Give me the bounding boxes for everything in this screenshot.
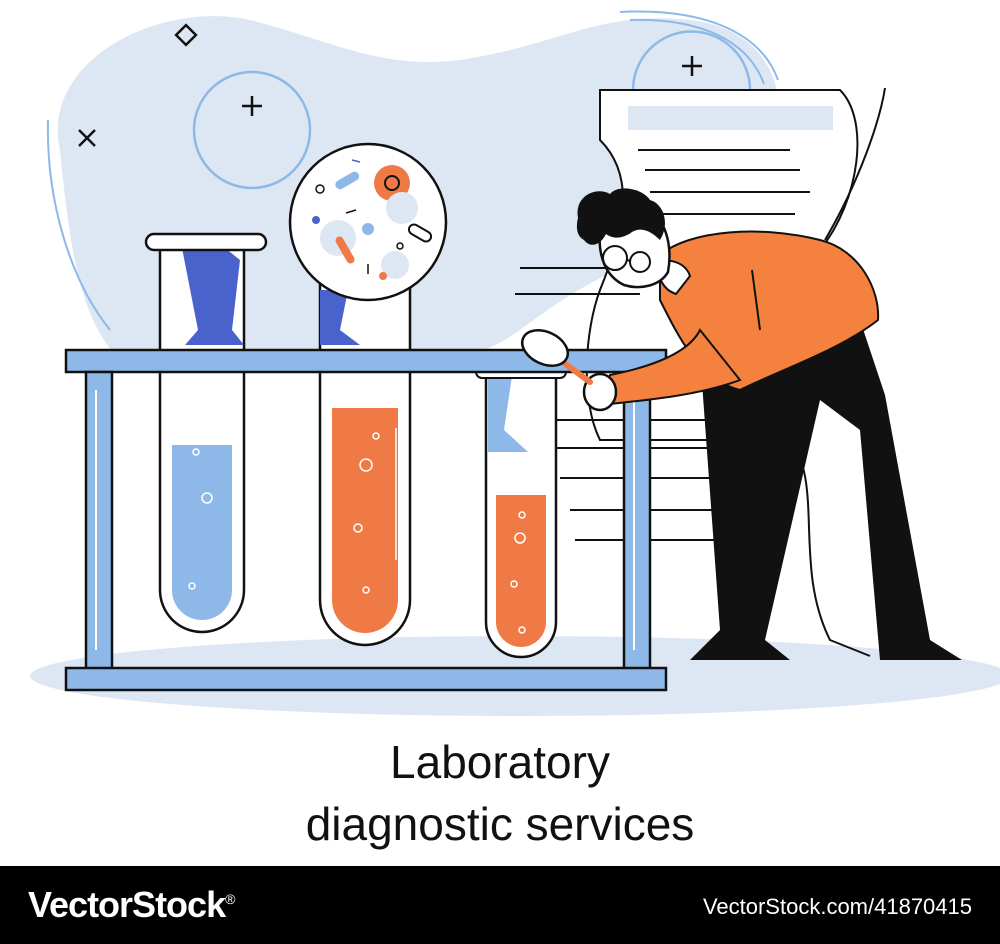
glasses-icon <box>602 245 651 273</box>
brand-name: VectorStock <box>28 884 226 925</box>
diamond-icon <box>174 23 198 47</box>
test-tube-small-orange <box>475 365 567 659</box>
image-credit: VectorStock.com/41870415 <box>702 894 972 919</box>
plus-icon <box>242 96 262 116</box>
document-header-bar <box>628 106 833 130</box>
cross-icon <box>78 129 96 147</box>
plus-icon <box>682 56 702 76</box>
brand-logo: VectorStock® <box>28 884 235 926</box>
brand-registered-mark: ® <box>225 891 235 907</box>
lab-illustration <box>30 10 1000 716</box>
microbe-bubble <box>288 142 448 302</box>
magnifier-icon <box>520 329 593 385</box>
deco-circle-left <box>192 70 312 190</box>
scientist <box>520 188 962 660</box>
caption-title-line2: diagnostic services <box>305 798 695 850</box>
caption-title-line1: Laboratory <box>390 736 610 788</box>
watermark-footer: VectorStock® VectorStock.com/41870415 <box>0 866 1000 944</box>
test-tube-orange <box>318 278 412 647</box>
test-tube-blue <box>144 232 268 634</box>
